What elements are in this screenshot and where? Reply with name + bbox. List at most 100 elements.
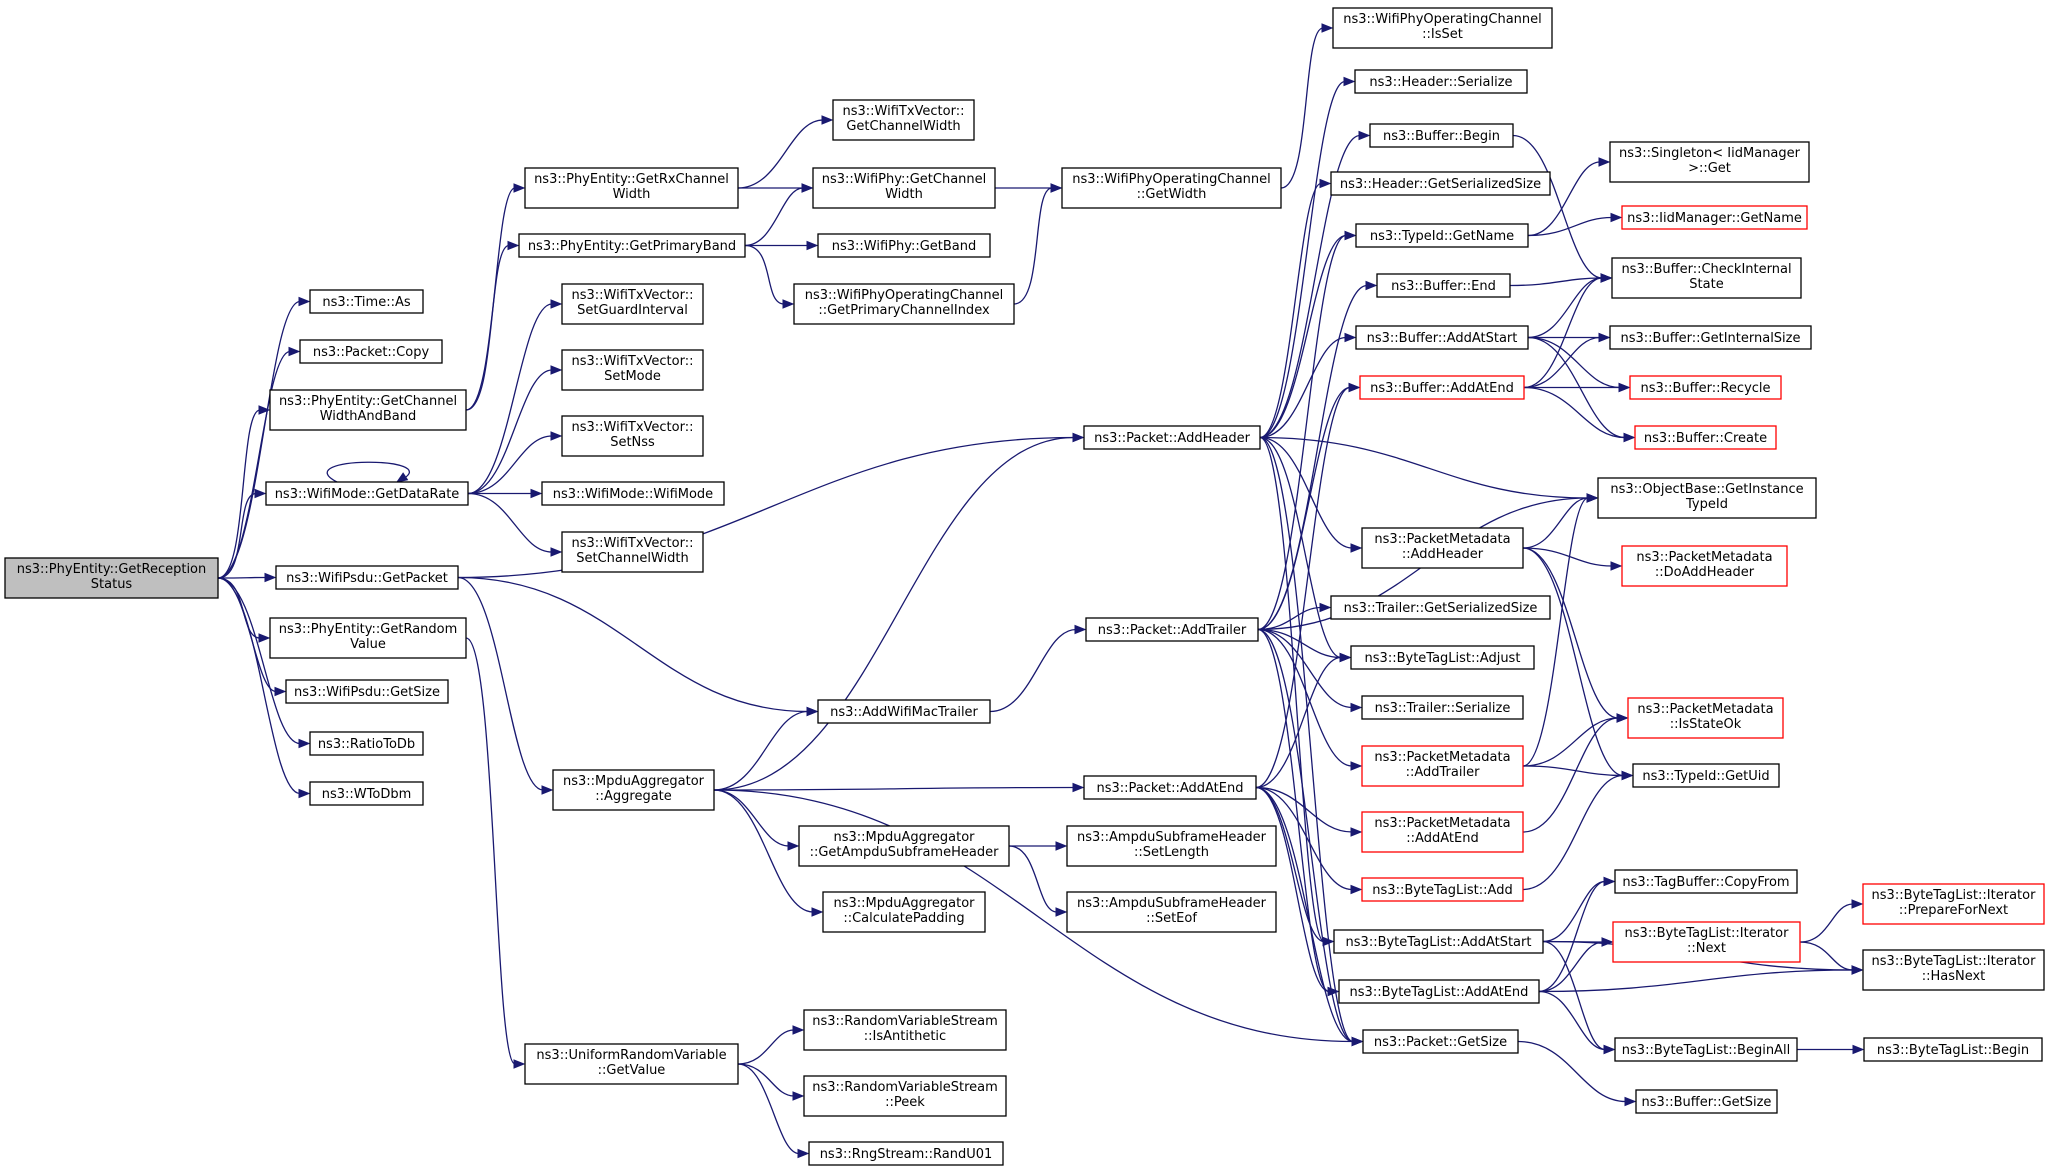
node-ratio-to-db[interactable]: ns3::RatioToDb	[309, 731, 424, 756]
node-txv-set-nss[interactable]: ns3::WifiTxVector::SetNss	[561, 415, 704, 457]
node-psdu-get-packet[interactable]: ns3::WifiPsdu::GetPacket	[275, 565, 459, 590]
node-w-to-dbm[interactable]: ns3::WToDbm	[309, 781, 424, 806]
edge-buffer_add_at_start-to-buffer_create	[1527, 336, 1636, 443]
edge-btl_begin_all-to-btl_begin	[1797, 1044, 1865, 1055]
node-mpdu-calculate-padding[interactable]: ns3::MpduAggregator::CalculatePadding	[822, 891, 986, 933]
node-buffer-get-size[interactable]: ns3::Buffer::GetSize	[1635, 1089, 1778, 1114]
node-pm-do-add-header[interactable]: ns3::PacketMetadata::DoAddHeader	[1621, 545, 1788, 587]
node-label: GetChannelWidth	[846, 119, 960, 134]
node-pm-add-trailer[interactable]: ns3::PacketMetadata::AddTrailer	[1361, 745, 1524, 787]
node-singleton-get[interactable]: ns3::Singleton< IidManager >::Get	[1609, 141, 1810, 183]
node-trailer-serialize[interactable]: ns3::Trailer::Serialize	[1361, 695, 1524, 720]
node-subframe-set-length[interactable]: ns3::AmpduSubframeHeader::SetLength	[1066, 825, 1277, 867]
node-wifiphy-get-channel-width[interactable]: ns3::WifiPhy::GetChannelWidth	[812, 167, 996, 209]
node-label: ::SetEof	[1146, 911, 1197, 926]
node-btl-iter-has-next[interactable]: ns3::ByteTagList::Iterator::HasNext	[1862, 949, 2045, 991]
node-rvs-is-antithetic[interactable]: ns3::RandomVariableStream::IsAntithetic	[803, 1009, 1007, 1051]
node-time-as[interactable]: ns3::Time::As	[309, 289, 424, 314]
node-txv-get-channel-width[interactable]: ns3::WifiTxVector::GetChannelWidth	[832, 99, 975, 141]
node-typeid-get-uid[interactable]: ns3::TypeId::GetUid	[1632, 763, 1780, 788]
node-typeid-get-name[interactable]: ns3::TypeId::GetName	[1355, 223, 1529, 248]
edge-mpdu_get_subframe_header-to-subframe_set_eof	[1008, 845, 1068, 917]
node-label: Width	[885, 187, 923, 202]
node-get-data-rate[interactable]: ns3::WifiMode::GetDataRate	[265, 481, 469, 506]
node-label: ns3::PhyEntity::GetChannel	[279, 394, 457, 409]
node-label: ::GetWidth	[1137, 187, 1207, 202]
node-txv-set-mode[interactable]: ns3::WifiTxVector::SetMode	[561, 349, 704, 391]
node-subframe-set-eof[interactable]: ns3::AmpduSubframeHeader::SetEof	[1066, 891, 1277, 933]
node-btl-add-at-end[interactable]: ns3::ByteTagList::AddAtEnd	[1338, 979, 1540, 1004]
node-label: ns3::MpduAggregator	[833, 896, 975, 911]
node-wifimode-ctor[interactable]: ns3::WifiMode::WifiMode	[541, 481, 725, 506]
node-opch-is-set[interactable]: ns3::WifiPhyOperatingChannel::IsSet	[1332, 7, 1553, 49]
node-label: State	[1689, 277, 1723, 292]
node-header-get-serialized-size[interactable]: ns3::Header::GetSerializedSize	[1330, 171, 1551, 196]
node-buffer-add-at-end[interactable]: ns3::Buffer::AddAtEnd	[1359, 375, 1525, 400]
node-tagbuffer-copy-from[interactable]: ns3::TagBuffer::CopyFrom	[1614, 869, 1798, 894]
node-packet-add-trailer[interactable]: ns3::Packet::AddTrailer	[1085, 617, 1259, 642]
node-psdu-get-size[interactable]: ns3::WifiPsdu::GetSize	[285, 679, 449, 704]
node-header-serialize[interactable]: ns3::Header::Serialize	[1354, 69, 1528, 94]
node-label: ns3::ByteTagList::Add	[1372, 883, 1512, 898]
node-buffer-begin[interactable]: ns3::Buffer::Begin	[1369, 123, 1514, 148]
edge-pm_add_at_end-to-pm_is_state_ok	[1522, 713, 1629, 833]
node-btl-adjust[interactable]: ns3::ByteTagList::Adjust	[1350, 645, 1535, 670]
node-label: ns3::Buffer::AddAtEnd	[1370, 381, 1514, 396]
node-buffer-get-internal-size[interactable]: ns3::Buffer::GetInternalSize	[1609, 325, 1812, 350]
node-mpdu-get-subframe-header[interactable]: ns3::MpduAggregator::GetAmpduSubframeHea…	[798, 825, 1010, 867]
node-buffer-create[interactable]: ns3::Buffer::Create	[1634, 425, 1777, 450]
node-btl-add[interactable]: ns3::ByteTagList::Add	[1361, 877, 1524, 902]
edge-get_primary_band-to-wifiphy_get_channel_width	[744, 183, 814, 247]
node-label: ns3::WToDbm	[322, 787, 412, 802]
node-btl-begin[interactable]: ns3::ByteTagList::Begin	[1863, 1037, 2043, 1062]
node-label: ns3::WifiTxVector::	[571, 354, 693, 369]
edge-packet_add_at_end-to-packet_get_size	[1255, 786, 1364, 1047]
node-uniform-get-value[interactable]: ns3::UniformRandomVariable::GetValue	[524, 1043, 739, 1085]
node-label: ns3::PacketMetadata	[1374, 816, 1510, 831]
node-get-primary-band[interactable]: ns3::PhyEntity::GetPrimaryBand	[518, 233, 746, 258]
node-label: ns3::UniformRandomVariable	[536, 1048, 726, 1063]
node-btl-iter-next[interactable]: ns3::ByteTagList::Iterator::Next	[1612, 921, 1801, 963]
node-buffer-end[interactable]: ns3::Buffer::End	[1376, 273, 1511, 298]
node-pm-add-header[interactable]: ns3::PacketMetadata::AddHeader	[1361, 527, 1524, 569]
node-packet-add-at-end[interactable]: ns3::Packet::AddAtEnd	[1083, 775, 1257, 800]
node-buffer-recycle[interactable]: ns3::Buffer::Recycle	[1629, 375, 1782, 400]
node-btl-begin-all[interactable]: ns3::ByteTagList::BeginAll	[1614, 1037, 1798, 1062]
edge-pm_add_trailer-to-objectbase_get_instance_typeid	[1522, 493, 1599, 767]
node-rng-rand-u01[interactable]: ns3::RngStream::RandU01	[808, 1141, 1004, 1166]
node-opch-get-primary-index[interactable]: ns3::WifiPhyOperatingChannel::GetPrimary…	[793, 283, 1015, 325]
node-packet-add-header[interactable]: ns3::Packet::AddHeader	[1083, 425, 1261, 450]
edge-uniform_get_value-to-rvs_is_antithetic	[737, 1025, 805, 1065]
node-iid-get-name[interactable]: ns3::IidManager::GetName	[1621, 205, 1808, 230]
node-mpdu-aggregate[interactable]: ns3::MpduAggregator::Aggregate	[552, 769, 715, 811]
edge-add_wifi_mac_trailer-to-packet_add_trailer	[989, 624, 1087, 713]
node-pm-add-at-end[interactable]: ns3::PacketMetadata::AddAtEnd	[1361, 811, 1524, 853]
node-wifiphy-get-band[interactable]: ns3::WifiPhy::GetBand	[817, 233, 991, 258]
node-add-wifi-mac-trailer[interactable]: ns3::AddWifiMacTrailer	[817, 699, 991, 724]
node-label: ::AddAtEnd	[1406, 831, 1478, 846]
node-packet-copy[interactable]: ns3::Packet::Copy	[299, 339, 443, 364]
node-label: ns3::ByteTagList::Iterator	[1625, 926, 1790, 941]
node-trailer-get-serialized-size[interactable]: ns3::Trailer::GetSerializedSize	[1330, 595, 1551, 620]
node-label: ns3::WifiTxVector::	[571, 420, 693, 435]
node-btl-add-at-start[interactable]: ns3::ByteTagList::AddAtStart	[1333, 929, 1544, 954]
node-packet-get-size[interactable]: ns3::Packet::GetSize	[1362, 1029, 1519, 1054]
node-label: SetGuardInterval	[577, 303, 688, 318]
node-label: >::Get	[1688, 161, 1731, 176]
node-btl-iter-prepare-for-next[interactable]: ns3::ByteTagList::Iterator::PrepareForNe…	[1862, 883, 2045, 925]
edge-root-to-packet_copy	[217, 346, 301, 579]
node-rvs-peek[interactable]: ns3::RandomVariableStream::Peek	[803, 1075, 1007, 1117]
node-txv-set-guard-interval[interactable]: ns3::WifiTxVector::SetGuardInterval	[561, 283, 704, 325]
node-pm-is-state-ok[interactable]: ns3::PacketMetadata::IsStateOk	[1627, 697, 1784, 739]
node-buffer-add-at-start[interactable]: ns3::Buffer::AddAtStart	[1355, 325, 1529, 350]
node-label: ns3::PacketMetadata	[1374, 750, 1510, 765]
edge-get_primary_band-to-wifiphy_get_band	[744, 240, 819, 251]
node-txv-set-channel-width[interactable]: ns3::WifiTxVector::SetChannelWidth	[561, 531, 704, 573]
node-opch-get-width[interactable]: ns3::WifiPhyOperatingChannel::GetWidth	[1061, 167, 1282, 209]
